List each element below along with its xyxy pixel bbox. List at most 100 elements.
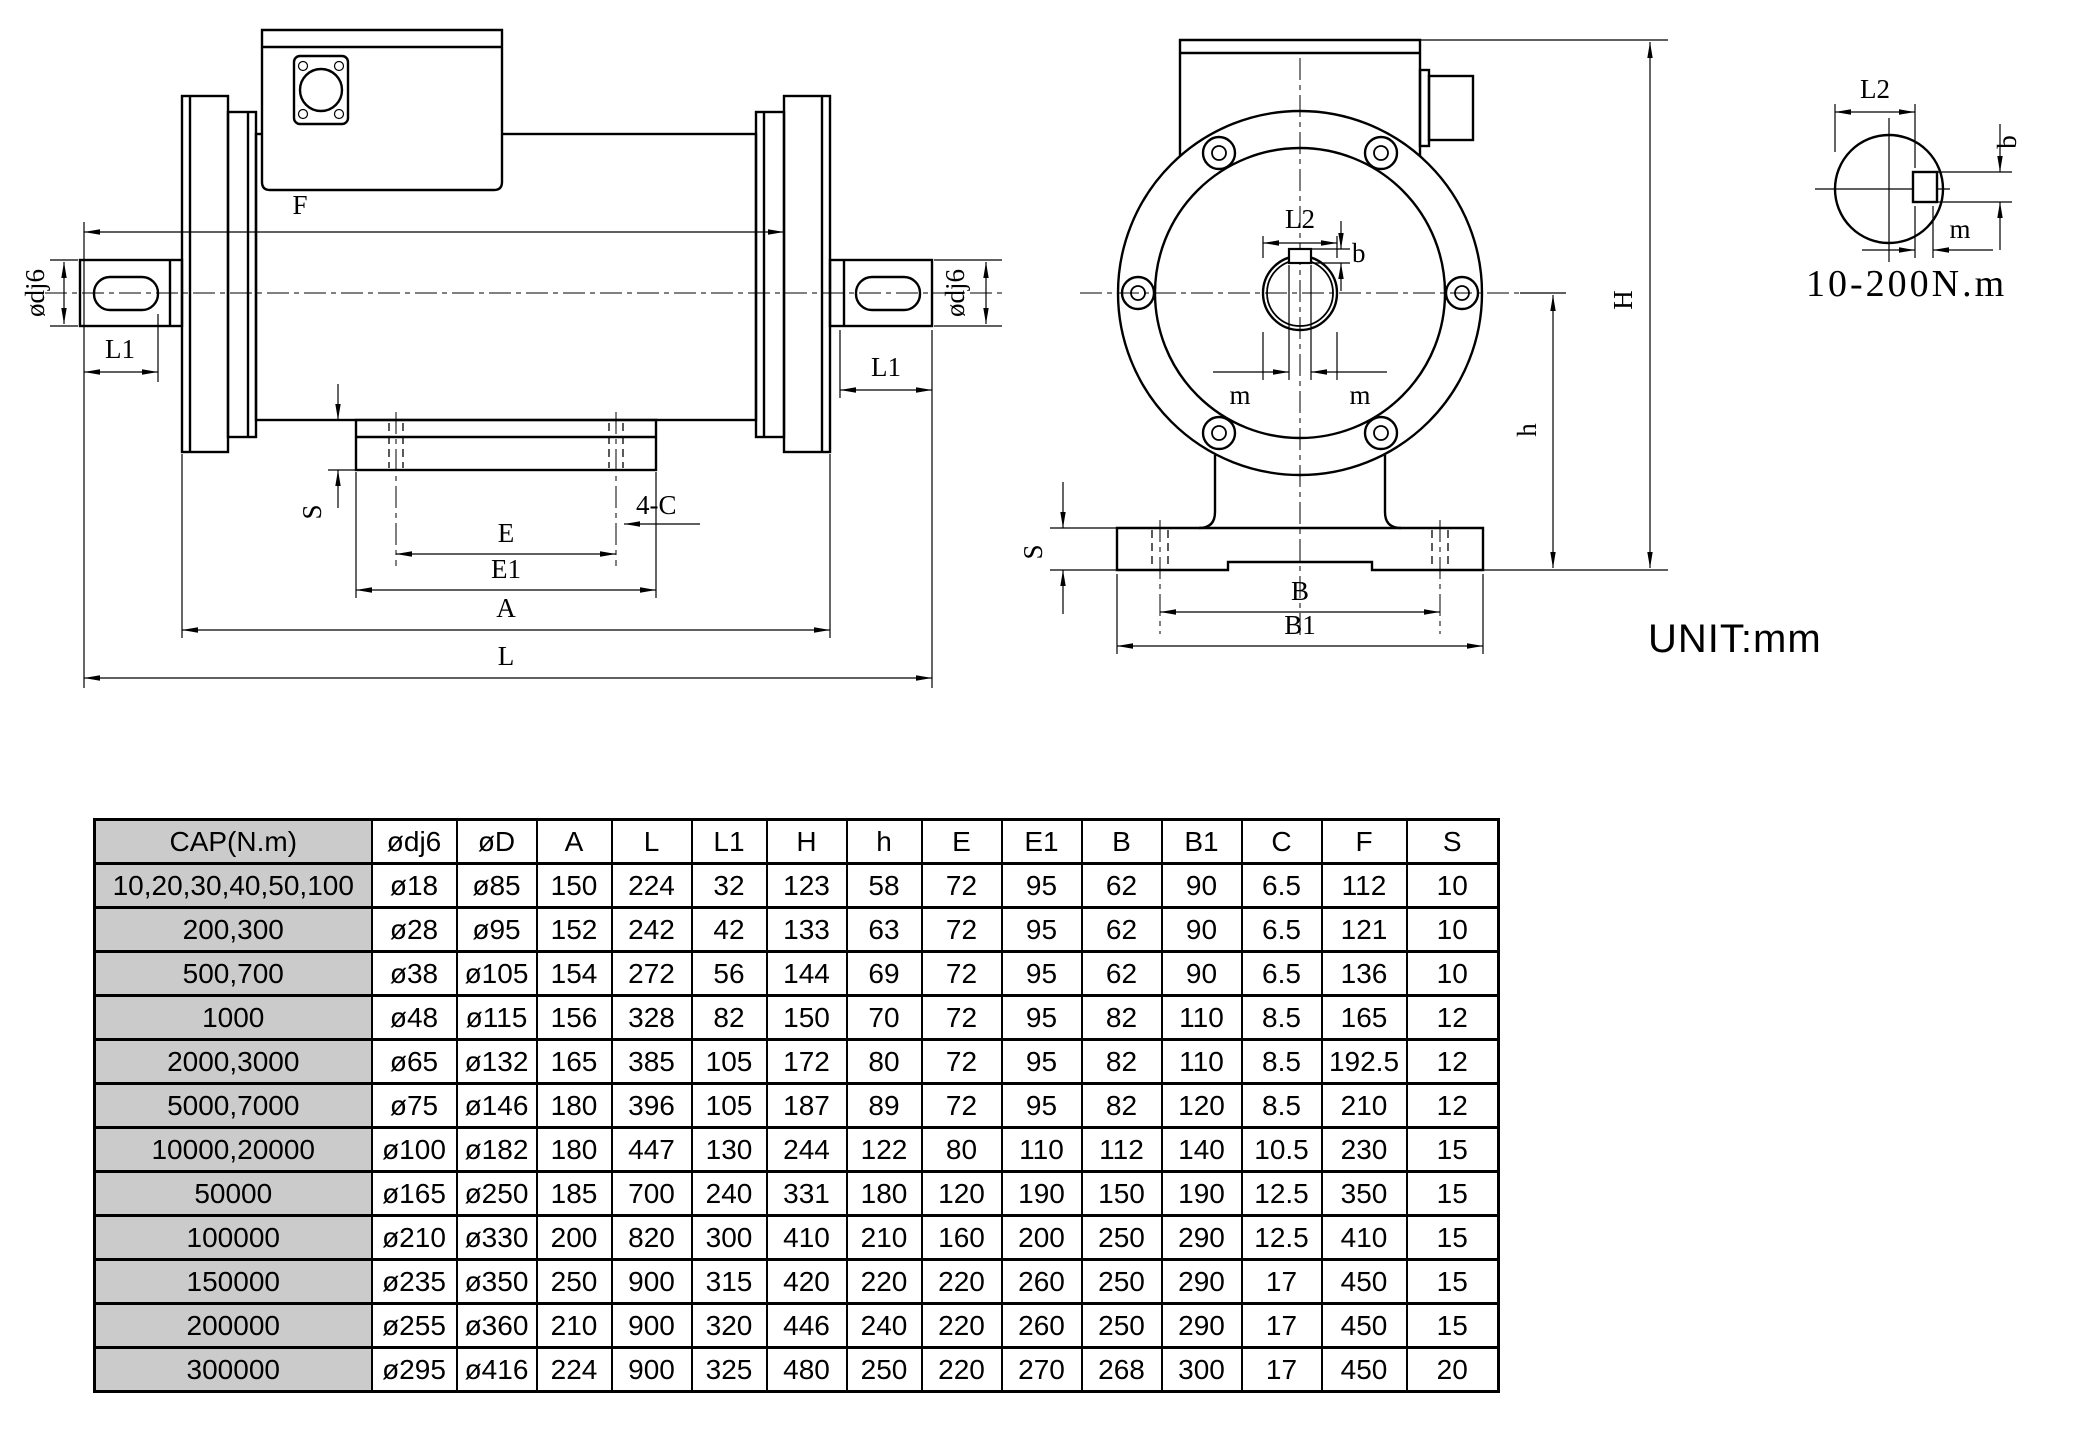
dim-label-odj6-left: ødj6 <box>20 269 50 317</box>
table-cell: 121 <box>1320 906 1408 953</box>
dim-label-A: A <box>496 593 516 623</box>
table-cell: 12.5 <box>1240 1170 1323 1217</box>
table-cell: 120 <box>920 1170 1003 1217</box>
table-cell: 72 <box>920 906 1003 953</box>
table-cell: ø18 <box>370 862 458 909</box>
table-cell: ø105 <box>455 950 538 997</box>
table-cell: 325 <box>690 1346 768 1393</box>
table-cell: 210 <box>845 1214 923 1261</box>
dim-label-L2-detail: L2 <box>1860 74 1890 104</box>
dim-label-E: E <box>498 518 515 548</box>
table-cell: 32 <box>690 862 768 909</box>
dim-label-m-detail: m <box>1949 214 1970 244</box>
table-cell: ø165 <box>370 1170 458 1217</box>
table-cell: 10 <box>1405 950 1500 997</box>
table-header-cell: A <box>535 818 613 865</box>
table-cell: 192.5 <box>1320 1038 1408 1085</box>
table-cell: 250 <box>1080 1258 1163 1305</box>
table-cell: ø132 <box>455 1038 538 1085</box>
table-cell: 69 <box>845 950 923 997</box>
dim-label-L1-left: L1 <box>105 334 135 364</box>
table-cell: ø295 <box>370 1346 458 1393</box>
table-header-cell: H <box>765 818 848 865</box>
capacity-range-label: 10-200N.m <box>1806 263 2007 305</box>
table-cell: 144 <box>765 950 848 997</box>
table-cell: 80 <box>920 1126 1003 1173</box>
table-cell: 156 <box>535 994 613 1041</box>
table-header-cell: øD <box>455 818 538 865</box>
table-cell: 900 <box>610 1346 693 1393</box>
table-cell: 150 <box>1080 1170 1163 1217</box>
table-header-cell: h <box>845 818 923 865</box>
dim-label-B1: B1 <box>1284 610 1316 640</box>
table-cell: ø250 <box>455 1170 538 1217</box>
table-cell: 105 <box>690 1038 768 1085</box>
table-cell: 123 <box>765 862 848 909</box>
table-cell: 82 <box>690 994 768 1041</box>
table-cell: 410 <box>1320 1214 1408 1261</box>
table-cell: 190 <box>1160 1170 1243 1217</box>
table-cell: 220 <box>920 1302 1003 1349</box>
table-cell: 136 <box>1320 950 1408 997</box>
table-cell-capacity: 150000 <box>93 1258 373 1305</box>
table-cell: 320 <box>690 1302 768 1349</box>
table-header-cell: E1 <box>1000 818 1083 865</box>
table-cell: 12 <box>1405 1038 1500 1085</box>
table-cell: ø28 <box>370 906 458 953</box>
table-cell: ø330 <box>455 1214 538 1261</box>
table-cell: 230 <box>1320 1126 1408 1173</box>
table-cell: 15 <box>1405 1170 1500 1217</box>
table-cell: 90 <box>1160 862 1243 909</box>
table-cell: 260 <box>1000 1258 1083 1305</box>
table-cell: 6.5 <box>1240 950 1323 997</box>
table-cell: 450 <box>1320 1302 1408 1349</box>
table-cell-capacity: 100000 <box>93 1214 373 1261</box>
table-cell: 180 <box>845 1170 923 1217</box>
technical-drawing: F L1 L1 ødj6 ødj6 S 4-C E <box>20 28 2022 688</box>
table-cell-capacity: 500,700 <box>93 950 373 997</box>
table-cell: 210 <box>535 1302 613 1349</box>
table-header-cell: ødj6 <box>370 818 458 865</box>
table-cell: 95 <box>1000 994 1083 1041</box>
table-cell: 140 <box>1160 1126 1243 1173</box>
table-cell: ø48 <box>370 994 458 1041</box>
table-cell: 15 <box>1405 1214 1500 1261</box>
table-cell: 250 <box>1080 1302 1163 1349</box>
table-cell: 220 <box>920 1346 1003 1393</box>
table-header-cell: B <box>1080 818 1163 865</box>
table-cell: 72 <box>920 950 1003 997</box>
table-cell: 80 <box>845 1038 923 1085</box>
table-cell: 224 <box>535 1346 613 1393</box>
dim-label-L2-front: L2 <box>1285 204 1315 234</box>
table-cell: 82 <box>1080 1082 1163 1129</box>
table-cell: 350 <box>1320 1170 1408 1217</box>
dim-label-E1: E1 <box>491 554 521 584</box>
dim-label-B: B <box>1291 576 1309 606</box>
table-cell-capacity: 2000,3000 <box>93 1038 373 1085</box>
table-cell: ø95 <box>455 906 538 953</box>
table-cell: ø255 <box>370 1302 458 1349</box>
table-cell: 187 <box>765 1082 848 1129</box>
table-cell-capacity: 10000,20000 <box>93 1126 373 1173</box>
table-cell: 250 <box>845 1346 923 1393</box>
table-cell: 72 <box>920 994 1003 1041</box>
table-cell: 331 <box>765 1170 848 1217</box>
table-cell: 180 <box>535 1126 613 1173</box>
table-cell: 396 <box>610 1082 693 1129</box>
table-cell: 10 <box>1405 906 1500 953</box>
table-cell: 90 <box>1160 906 1243 953</box>
table-cell: 250 <box>535 1258 613 1305</box>
table-cell: ø416 <box>455 1346 538 1393</box>
table-cell: 130 <box>690 1126 768 1173</box>
dim-label-m-right: m <box>1349 380 1370 410</box>
table-header-cell: B1 <box>1160 818 1243 865</box>
table-cell: ø360 <box>455 1302 538 1349</box>
table-cell: 95 <box>1000 1038 1083 1085</box>
table-cell: ø65 <box>370 1038 458 1085</box>
